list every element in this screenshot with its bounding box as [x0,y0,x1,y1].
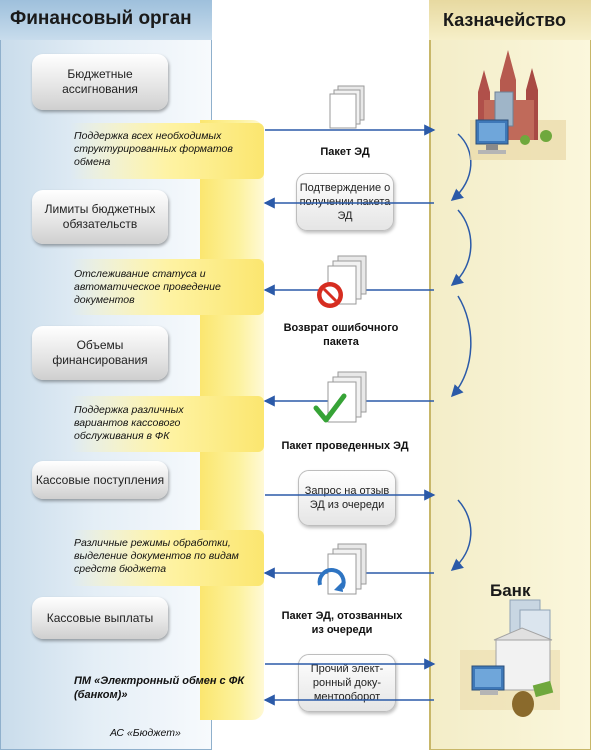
module-cash-payments: Кассовые выплаты [32,597,168,639]
feature-processing-modes: Различные режимы обработки, выделение до… [74,537,239,575]
feature-bar [70,123,264,179]
exchange-module-title: ПМ «Электронный обмен с ФК (банком)» [74,675,245,701]
feature-bar [70,396,264,452]
feature-status-tracking: Отслеживание статуса и автоматическое пр… [74,268,221,306]
feature-service-variants: Поддержка различных вариантов кассового … [74,404,184,442]
module-budget-limits: Лимиты бюджетных обязательств [32,190,168,244]
package-ed-label: Пакет ЭД [320,146,370,158]
recalled-document-icon [317,543,367,595]
process-flow-arrows [450,133,472,571]
module-financing-volumes: Объемы финансирования [32,326,168,380]
bank-title: Банк [490,581,531,600]
recall-request-box: Запрос на отзыв ЭД из очереди [298,470,396,526]
error-document-icon [317,255,367,308]
treasury-title: Казначейство [443,10,566,30]
feature-formats: Поддержка всех необходимых структурирова… [74,130,233,168]
checked-document-icon [313,371,367,423]
document-stack-icon [329,85,365,129]
treasury-building-icon [470,50,566,160]
confirmation-box: Подтверждение о получении пакета ЭД [296,173,394,231]
finance-body-title: Финансовый орган [10,8,192,29]
finance-body-header [0,0,212,40]
processed-package-label: Пакет проведенных ЭД [281,440,409,452]
feature-bar [70,259,264,315]
module-cash-receipts: Кассовые поступления [32,461,168,499]
treasury-header [429,0,591,40]
bank-building-icon [460,599,560,717]
feature-bar [70,530,264,586]
budget-system-label: АС «Бюджет» [110,727,181,739]
module-budget-allocations: Бюджетные ассигнования [32,54,168,110]
recalled-package-label: Пакет ЭД, отозванных из очереди [281,610,403,636]
error-package-label: Возврат ошибочного пакета [283,322,399,348]
